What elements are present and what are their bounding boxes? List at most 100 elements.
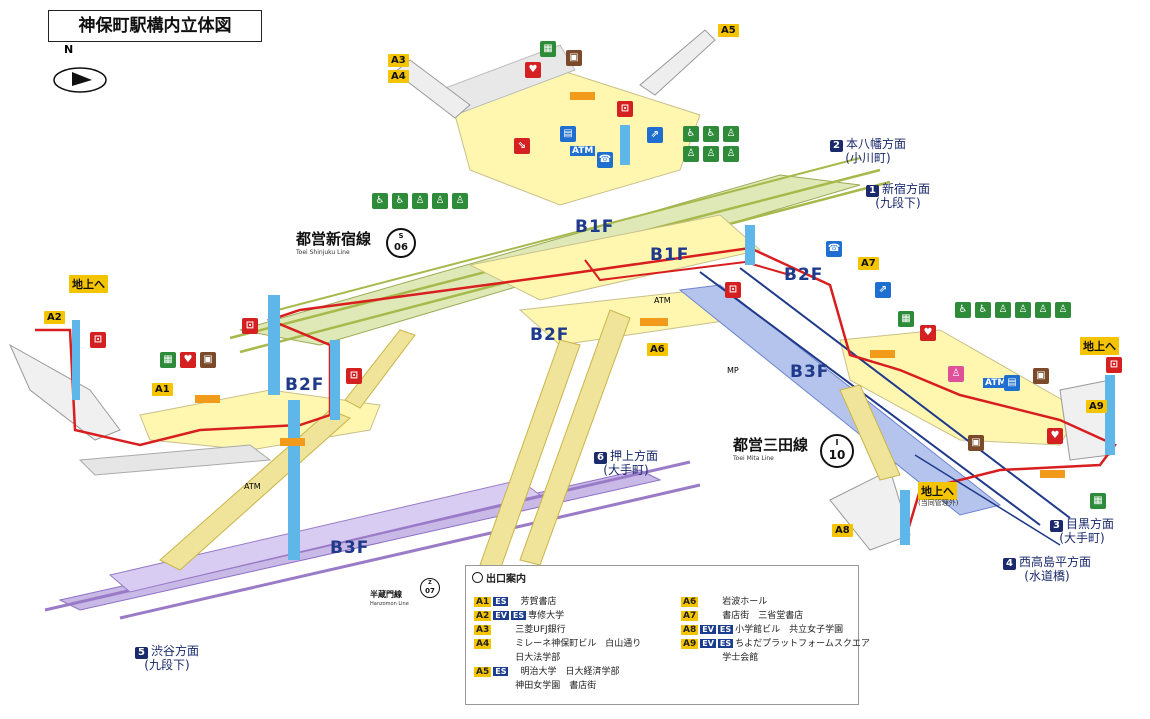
floor-label-b2f-left: B2F [285, 375, 325, 395]
map-title: 神保町駅構内立体図 [48, 10, 262, 42]
direction-2-num: 2 [830, 140, 843, 152]
floor-label-b2f-right: B2F [784, 265, 824, 285]
legend-exit-label: A9 [681, 639, 699, 649]
direction-2-sub: (小川町) [845, 150, 891, 165]
ground-label-left: 地上へ [69, 275, 108, 293]
direction-2-main: 本八幡方面 [845, 137, 906, 151]
direction-3-main: 目黒方面 [1065, 517, 1114, 531]
elevator-left-b3 [288, 400, 300, 560]
exit-a3-label: A3 [388, 54, 409, 67]
hanzomon-line-name: 半蔵門線 [370, 590, 402, 599]
stairs-a9 [1059, 379, 1111, 461]
b3f-platform-slab [108, 479, 542, 593]
mita-line-name-en: Toei Mita Line [733, 455, 774, 462]
changing-table-icon: ♙ [723, 146, 739, 162]
wheelchair-slope-icon: ⇘ [514, 138, 530, 154]
mita-line-name: 都営三田線 [733, 436, 809, 454]
escalator-right [839, 384, 901, 481]
legend-badge-ev: EV [700, 625, 716, 634]
direction-6-sub: (大手町) [603, 462, 649, 477]
direction-4-sub: (水道橋) [1024, 568, 1070, 583]
ticket-gate-top [570, 92, 595, 100]
elevator-icon-left: ▦ [160, 352, 176, 368]
exit-a9-label: A9 [1086, 400, 1107, 413]
compass-icon [53, 67, 107, 93]
escalator-icon: ⇗ [647, 127, 663, 143]
exit-sign-icon-b1f: ⊡ [725, 282, 741, 298]
ostomate-icon-right: ♙ [1015, 302, 1031, 318]
ticket-gate-left [195, 395, 220, 403]
ground-label-note: (当同管理外) [918, 499, 959, 507]
changing-table-icon-right: ♙ [1055, 302, 1071, 318]
elevator-b2-left [330, 340, 340, 420]
aed-icon: ♥ [525, 62, 541, 78]
nursing-room-icon: ♙ [948, 366, 964, 382]
shinjuku-line-badge: 都営新宿線 Toei Shinjuku Line [296, 228, 371, 256]
accessible-route-2 [584, 259, 791, 282]
direction-1-sub: (九段下) [875, 195, 921, 210]
shinjuku-code-letter: S [398, 232, 404, 240]
atm-icon-right: ATM [983, 378, 1009, 389]
exit-sign-icon: ⊡ [617, 101, 633, 117]
baby-seat-icon-b1f: ♙ [452, 193, 468, 209]
legend-badge-es: ES [717, 625, 734, 634]
shinjuku-track-3 [269, 157, 861, 313]
legend-text: 専修大学 [528, 611, 565, 621]
shinjuku-line-name: 都営新宿線 [296, 230, 372, 248]
exit-a1-label: A1 [152, 383, 173, 396]
elevator-a7 [745, 225, 755, 265]
legend-row-left-3: A4 ミレーネ神保町ビル 白山通り [474, 636, 641, 649]
floor-label-b3f: B3F [330, 538, 370, 558]
legend-exit-label: A4 [474, 639, 492, 649]
legend-badge-ev: EV [493, 611, 509, 620]
direction-3-sub: (大手町) [1059, 530, 1105, 545]
atm-icon: ATM [570, 146, 596, 157]
hanzomon-line-badge: 半蔵門線 Hanzomon Line [370, 582, 409, 607]
baby-room-icon-b1f: ♙ [412, 193, 428, 209]
exit-sign-icon-a9: ⊡ [1106, 357, 1122, 373]
ticket-gate-right [870, 350, 895, 358]
mita-track-1 [699, 271, 1041, 526]
direction-6-num: 6 [594, 452, 607, 464]
floor-label-b1f: B1F [575, 217, 615, 237]
elevator-a2 [72, 320, 80, 400]
legend-badge-ev: EV [700, 639, 716, 648]
escalator-left-upper [344, 329, 416, 409]
escalator-left-long [159, 409, 351, 571]
direction-5-num: 5 [135, 647, 148, 659]
legend-exit-label: A5 [474, 667, 492, 677]
compass-north-label: N [64, 43, 74, 56]
exit-sign-icon-left: ⊡ [242, 318, 258, 334]
hanzomon-code-letter: Z [428, 580, 432, 586]
legend-text: 学士会館 [722, 653, 759, 663]
legend-heading-text: 出口案内 [486, 574, 526, 585]
direction-5-main: 渋谷方面 [150, 644, 199, 658]
legend-text: ミレーネ神保町ビル 白山通り [515, 639, 642, 649]
legend-exit-label: A1 [474, 597, 492, 607]
legend-badge-es: ES [493, 597, 509, 606]
legend-exit-label: A8 [681, 625, 699, 635]
exit-a5-label: A5 [718, 24, 739, 37]
legend-heading: 出口案内 [472, 570, 526, 585]
direction-1-main: 新宿方面 [881, 182, 930, 196]
aed-icon-a9: ♥ [1047, 428, 1063, 444]
atm-label-center: ATM [654, 296, 671, 305]
ground-label-right-bottom: 地上へ [918, 482, 957, 500]
hanzomon-line-name-en: Hanzomon Line [370, 601, 409, 607]
legend-text: 岩波ホール [722, 597, 768, 607]
exit-sign-icon-a2: ⊡ [90, 332, 106, 348]
direction-1-num: 1 [866, 185, 879, 197]
hanzomon-track-2 [119, 483, 701, 620]
ticket-machine-icon-right: ▤ [1004, 375, 1020, 391]
info-icon-right: ▣ [1033, 368, 1049, 384]
mita-station-code: I 10 [820, 434, 854, 468]
info-icon: ▣ [566, 50, 582, 66]
